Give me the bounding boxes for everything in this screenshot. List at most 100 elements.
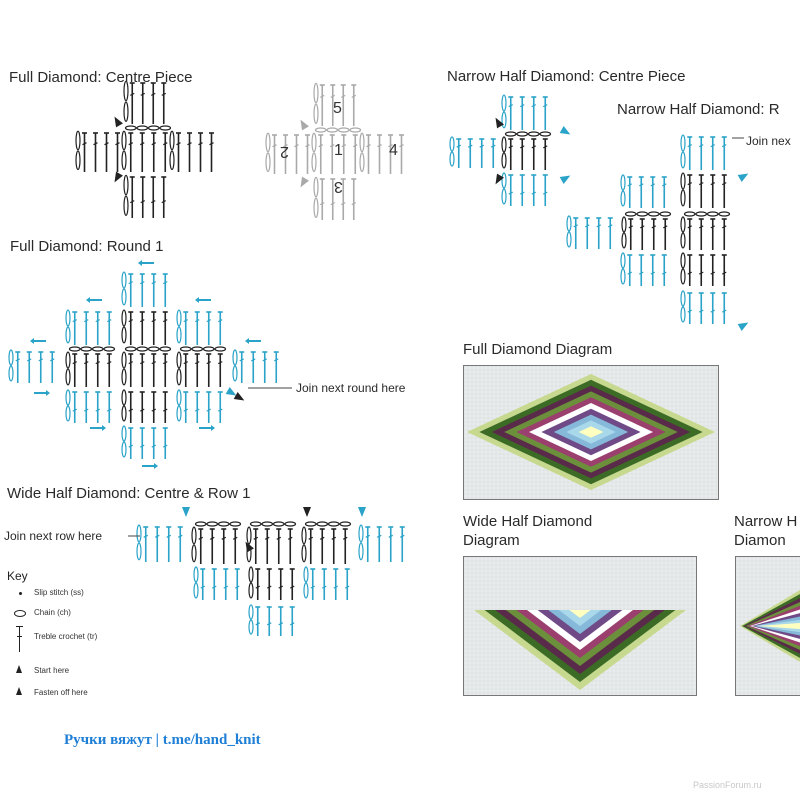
treble-stitch bbox=[698, 225, 704, 229]
treble-stitch bbox=[200, 585, 206, 589]
treble-stitch bbox=[139, 142, 145, 146]
start-marker-icon bbox=[737, 322, 749, 331]
annotation-join-row: Join next row here bbox=[4, 529, 103, 543]
treble-stitch bbox=[191, 544, 197, 563]
chain-stitch bbox=[68, 346, 81, 352]
treble-stitch bbox=[519, 145, 525, 149]
order-number: 5 bbox=[333, 100, 342, 117]
treble-stitch bbox=[128, 408, 134, 412]
treble-stitch bbox=[95, 408, 101, 412]
start-marker-icon bbox=[559, 126, 571, 135]
treble-stitch bbox=[340, 94, 346, 98]
treble-stitch bbox=[162, 142, 168, 146]
treble-stitch bbox=[508, 104, 514, 108]
treble-stitch bbox=[129, 200, 135, 204]
treble-stitch bbox=[162, 319, 168, 323]
start-marker-icon bbox=[495, 173, 504, 185]
treble-stitch bbox=[638, 183, 644, 187]
direction-arrow-icon bbox=[102, 425, 106, 431]
treble-stitch bbox=[710, 144, 716, 148]
chain-stitch bbox=[202, 346, 215, 352]
treble-block bbox=[358, 524, 405, 562]
treble-stitch bbox=[93, 142, 98, 146]
treble-stitch bbox=[283, 144, 288, 148]
chain-stitch bbox=[159, 346, 172, 352]
treble-stitch bbox=[121, 441, 127, 458]
treble-stitch bbox=[319, 94, 325, 98]
title-wide-half-centre: Wide Half Diamond: Centre & Row 1 bbox=[7, 485, 251, 502]
chain-stitch bbox=[706, 211, 719, 217]
treble-icon-top bbox=[16, 626, 23, 627]
treble-stitch bbox=[95, 319, 101, 323]
treble-stitch bbox=[193, 566, 199, 583]
treble-stitch bbox=[162, 408, 168, 412]
treble-stitch bbox=[65, 351, 71, 369]
chain-stitch bbox=[191, 346, 204, 352]
treble-stitch bbox=[331, 536, 337, 540]
treble-stitch bbox=[519, 104, 525, 108]
treble-stitch bbox=[83, 408, 89, 412]
treble-stitch bbox=[143, 534, 149, 538]
treble-stitch bbox=[151, 319, 157, 323]
treble-stitch bbox=[183, 361, 189, 365]
treble-stitch bbox=[311, 152, 317, 173]
treble-stitch bbox=[273, 358, 279, 362]
chain-stitch bbox=[124, 346, 137, 352]
start-marker-icon bbox=[303, 507, 311, 517]
treble-stitch bbox=[680, 306, 686, 323]
chain-stitch bbox=[272, 521, 285, 527]
treble-stitch bbox=[191, 526, 197, 545]
direction-arrow-icon bbox=[86, 297, 90, 303]
treble-stitch bbox=[121, 425, 127, 442]
treble-stitch bbox=[194, 408, 200, 412]
start-marker-icon bbox=[182, 507, 190, 517]
treble-stitch bbox=[687, 225, 693, 229]
direction-arrow-icon bbox=[211, 425, 215, 431]
treble-stitch bbox=[151, 408, 157, 412]
treble-block bbox=[169, 130, 214, 172]
start-marker-icon bbox=[245, 541, 254, 553]
treble-block bbox=[303, 566, 350, 600]
treble-stitch bbox=[255, 585, 261, 589]
treble-stitch bbox=[106, 408, 112, 412]
order-number: 4 bbox=[389, 142, 398, 159]
treble-stitch bbox=[501, 111, 507, 129]
treble-stitch bbox=[680, 134, 686, 152]
wide-diamond-diagram bbox=[463, 556, 697, 696]
treble-stitch bbox=[121, 389, 127, 406]
treble-stitch bbox=[121, 271, 127, 289]
chain-stitch bbox=[339, 521, 352, 527]
treble-stitch bbox=[687, 182, 693, 186]
chain-stitch bbox=[249, 521, 262, 527]
treble-stitch bbox=[176, 405, 182, 422]
chain-row bbox=[624, 211, 672, 217]
direction-arrow-icon bbox=[195, 297, 199, 303]
key-title: Key bbox=[7, 569, 28, 583]
treble-stitch bbox=[278, 585, 284, 589]
treble-stitch bbox=[121, 405, 127, 422]
treble-stitch bbox=[621, 216, 627, 233]
triangle-icon bbox=[16, 665, 22, 673]
treble-stitch bbox=[176, 368, 182, 386]
treble-block bbox=[680, 290, 727, 324]
treble-stitch bbox=[388, 534, 394, 538]
treble-stitch bbox=[162, 444, 168, 448]
treble-stitch bbox=[303, 566, 309, 583]
treble-stitch bbox=[8, 349, 14, 366]
treble-stitch bbox=[308, 536, 314, 540]
treble-block bbox=[265, 132, 310, 174]
treble-stitch bbox=[627, 183, 633, 187]
treble-stitch bbox=[129, 92, 135, 96]
treble-stitch bbox=[209, 536, 215, 540]
treble-block bbox=[123, 80, 167, 124]
treble-block bbox=[301, 526, 348, 564]
treble-stitch bbox=[639, 225, 645, 229]
treble-stitch bbox=[710, 309, 716, 313]
treble-stitch bbox=[313, 176, 319, 198]
treble-stitch bbox=[123, 80, 129, 102]
start-marker-icon bbox=[358, 507, 366, 517]
treble-stitch bbox=[542, 191, 548, 195]
title-narrow-half-round: Narrow Half Diamond: R bbox=[617, 101, 780, 118]
treble-stitch bbox=[305, 144, 310, 148]
treble-stitch bbox=[176, 351, 182, 369]
